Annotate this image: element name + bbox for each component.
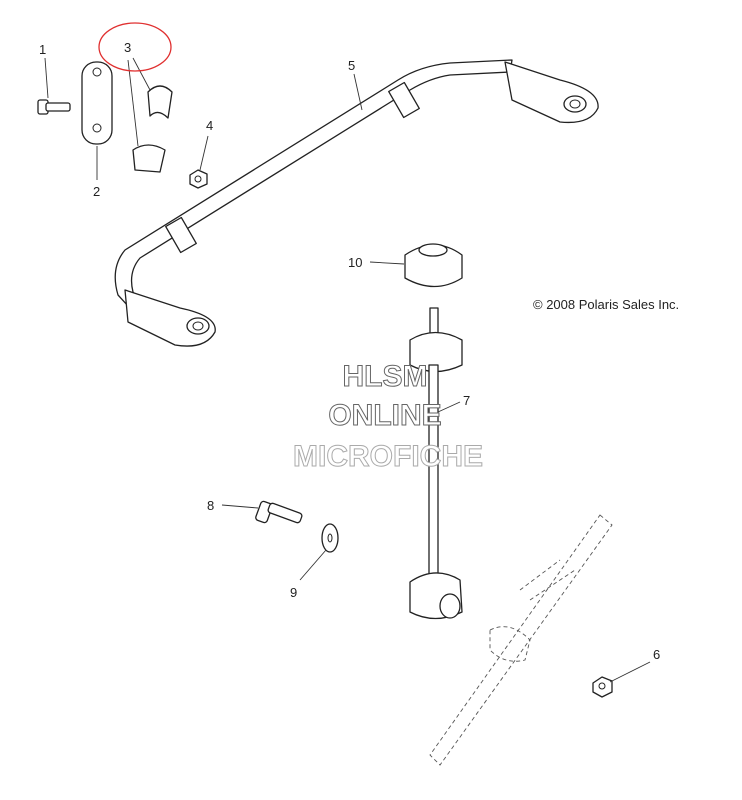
leader-lines [44, 57, 651, 683]
callout-5: 5 [348, 58, 355, 73]
frame-reference [429, 514, 613, 766]
part-6-nut[interactable] [592, 676, 613, 698]
callout-3: 3 [124, 40, 131, 55]
part-8-bolt[interactable] [255, 500, 303, 524]
highlight-circle [98, 22, 172, 72]
watermark-line-2: ONLINE [328, 399, 441, 432]
part-4-nut[interactable] [189, 169, 208, 189]
part-1-bolt[interactable] [37, 99, 71, 115]
part-7-link[interactable] [409, 307, 463, 620]
callout-10: 10 [348, 255, 362, 270]
watermark-line-3: MICROFICHE [293, 440, 483, 473]
part-2-bracket[interactable] [81, 61, 113, 145]
callout-6: 6 [653, 647, 660, 662]
part-3-bushing[interactable] [132, 85, 173, 173]
part-5-stabilizer-bar[interactable] [114, 59, 599, 347]
copyright-text: © 2008 Polaris Sales Inc. [533, 297, 679, 312]
part-9-washer[interactable] [321, 523, 339, 553]
callout-9: 9 [290, 585, 297, 600]
callout-4: 4 [206, 118, 213, 133]
callout-8: 8 [207, 498, 214, 513]
callout-1: 1 [39, 42, 46, 57]
watermark-line-1: HLSM [343, 360, 428, 393]
callout-7: 7 [463, 393, 470, 408]
part-10-bushing[interactable] [404, 243, 463, 288]
callout-2: 2 [93, 184, 100, 199]
